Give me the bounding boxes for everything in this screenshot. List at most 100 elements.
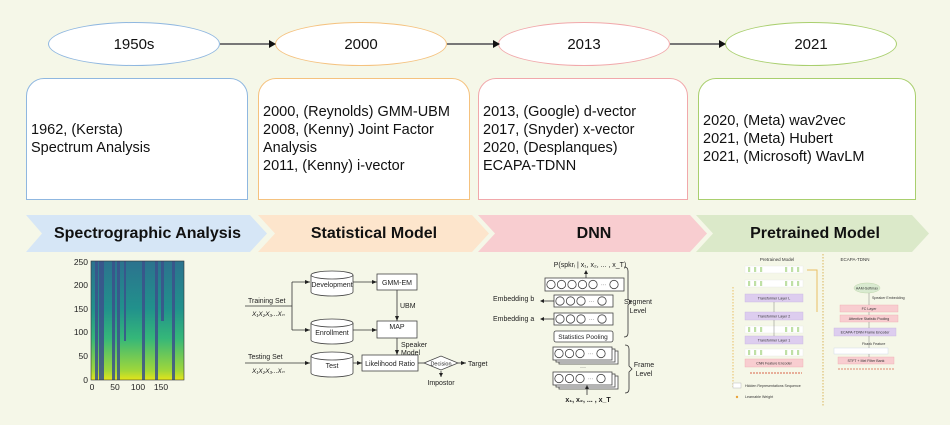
neuron: [555, 314, 565, 324]
decision-label: Decision: [430, 362, 451, 368]
hidden-vector: [785, 267, 788, 272]
neuron-ellipsis: ···: [588, 352, 593, 358]
neuron: [554, 373, 564, 384]
neuron: [564, 348, 575, 359]
neuron: [575, 373, 585, 384]
pretrained-title: Pretrained Model: [760, 257, 794, 262]
hidden-vector: [791, 267, 794, 272]
statistics-pooling-label: Statistics Pooling: [558, 334, 608, 341]
embedding-b-label: Embedding b: [493, 296, 534, 303]
hidden-vector: [785, 350, 788, 355]
speaker-model-label: Model: [401, 350, 421, 357]
neuron: [554, 348, 564, 359]
transformer-L-label: Transformer Layer L: [758, 297, 790, 301]
cnn-feature-encoder: [744, 358, 804, 368]
neuron: [596, 373, 606, 384]
hidden-vector: [754, 327, 757, 332]
x-tick: 50: [110, 382, 120, 392]
hidden-vector: [791, 350, 794, 355]
ecapa-encoder-box: [833, 327, 897, 337]
database-icon-enrollment: [310, 318, 354, 345]
training-set-label: Training Set: [248, 298, 286, 305]
embedding-a-label: Embedding a: [493, 316, 534, 323]
y-tick: 100: [74, 327, 88, 337]
y-tick: 150: [74, 304, 88, 314]
enrollment-label: Enrollment: [315, 330, 349, 337]
legend-weight-icon: [735, 395, 739, 399]
work-entry: 2000, (Reynolds) GMM-UBM: [263, 104, 450, 120]
hidden-vector: [748, 350, 751, 355]
segment-level-brace: [623, 266, 632, 338]
works-card-1950s: 1962, (Kersta)Spectrum Analysis: [26, 78, 248, 200]
speaker-embedding-label: Speaker Embedding: [872, 296, 905, 300]
neuron-ellipsis: ···: [601, 283, 606, 289]
ubm-label: UBM: [400, 303, 416, 310]
hidden-vector: [748, 281, 751, 286]
phase-label-spectrographic: Spectrographic Analysis: [53, 224, 242, 242]
timeline-arrow: [447, 43, 497, 45]
era-label: 1950s: [113, 35, 155, 53]
database-icon-test: [310, 351, 354, 378]
neuron: [588, 279, 598, 290]
legend-weight-label: Learnable Weight: [745, 395, 773, 399]
testing-set-label: Testing Set: [248, 354, 283, 361]
neuron: [567, 279, 577, 290]
era-label: 2000: [344, 35, 378, 53]
decision-diamond: [422, 355, 460, 371]
gmm-ubm-diagram: Training Set X₁X₂X₃...Xₙ Testing Set X₁X…: [245, 270, 488, 387]
phase-label-pretrained: Pretrained Model: [750, 224, 880, 242]
training-seq: X₁X₂X₃...Xₙ: [251, 311, 285, 318]
phase-chevrons: [26, 215, 929, 252]
hidden-vector: [785, 327, 788, 332]
hidden-vector: [754, 350, 757, 355]
work-entry: 2013, (Google) d-vector: [483, 104, 637, 120]
works-card-2013: 2013, (Google) d-vector 2017, (Snyder) x-…: [478, 78, 688, 200]
cnn-encoder-label: CNN Feature Encoder: [756, 362, 792, 366]
hidden-vector: [791, 327, 794, 332]
neuron: [565, 296, 576, 306]
target-label: Target: [468, 361, 488, 368]
arrow-head-icon: [719, 40, 726, 48]
hidden-vector: [797, 350, 800, 355]
y-tick: 0: [83, 375, 88, 385]
likelihood-ratio-box: [361, 354, 419, 372]
neuron: [576, 296, 586, 306]
spectrogram-plot: 250 200 150 100 50 0 0 50 100 150: [74, 257, 185, 392]
development-label: Development: [311, 282, 352, 289]
y-tick: 50: [79, 351, 89, 361]
aam-softmax-node: [853, 282, 881, 294]
neuron: [596, 348, 606, 359]
frame-ellipsis: ···: [580, 365, 586, 371]
test-label: Test: [326, 363, 339, 370]
neuron: [577, 279, 588, 290]
neuron: [546, 279, 556, 290]
hidden-representation-seq: [744, 348, 804, 357]
work-entry: Analysis: [263, 140, 317, 156]
phase-label-statistical: Statistical Model: [310, 224, 438, 242]
neuron: [556, 279, 567, 290]
hidden-vector: [760, 267, 763, 272]
segment-level-label: Segment: [624, 299, 652, 306]
segment-level-label: Level: [630, 308, 647, 315]
hidden-vector: [754, 281, 757, 286]
timeline-arrow: [670, 43, 724, 45]
neuron: [576, 314, 586, 324]
neuron-ellipsis: ···: [589, 317, 594, 323]
neuron-ellipsis: ···: [589, 299, 594, 305]
output-prob-label: P(spkrᵢ | x₁, x₂, ... , x_T): [554, 262, 627, 269]
neuron: [597, 296, 607, 306]
transformer-1-label: Transformer Layer 1: [758, 339, 790, 343]
legend-hidden-label: Hidden Representations Sequence: [745, 384, 801, 388]
hidden-vector: [797, 267, 800, 272]
x-tick: 100: [131, 382, 145, 392]
era-ellipse-1950s: 1950s: [48, 22, 220, 66]
frame-level-label: Frame: [634, 362, 654, 369]
ecapa-encoder-label: ECAPA-TDNN Frame Encoder: [841, 331, 891, 335]
work-entry: 2021, (Meta) Hubert: [703, 131, 833, 147]
work-entry: 2017, (Snyder) x-vector: [483, 122, 635, 138]
work-entry: 2021, (Microsoft) WavLM: [703, 149, 865, 165]
aam-softmax-label: AAM-Softmax: [856, 287, 878, 291]
work-entry: 2020, (Desplanques): [483, 140, 618, 156]
hidden-representation-seq: [744, 265, 804, 274]
